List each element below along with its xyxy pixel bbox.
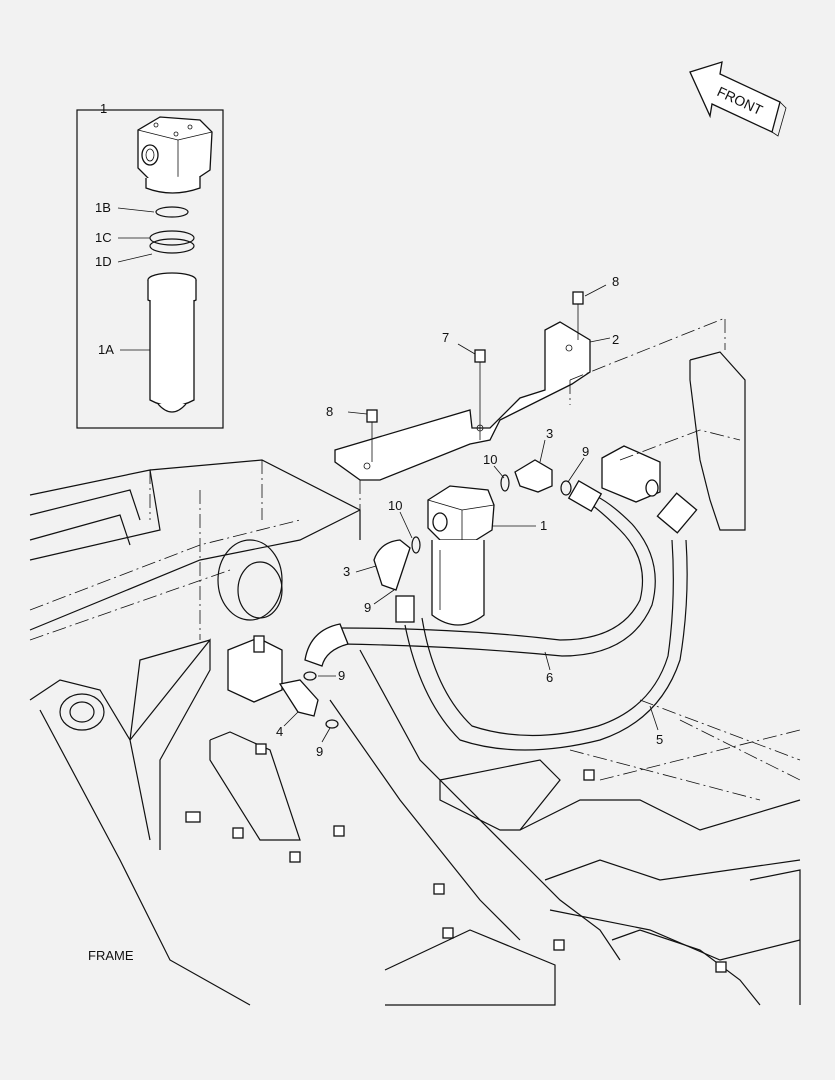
callout-3-lower: 3 bbox=[343, 564, 350, 579]
callout-8-lower: 8 bbox=[326, 404, 333, 419]
hoses bbox=[304, 479, 698, 751]
callout-6: 6 bbox=[546, 670, 553, 685]
callout-10-lower: 10 bbox=[388, 498, 402, 513]
callout-9-right: 9 bbox=[338, 668, 345, 683]
callout-1B: 1B bbox=[95, 200, 111, 215]
filter-inset: 1 bbox=[76, 101, 224, 429]
callout-3-upper: 3 bbox=[546, 426, 553, 441]
callout-9-lower: 9 bbox=[316, 744, 323, 759]
callout-4: 4 bbox=[276, 724, 283, 739]
inset-part-label: 1 bbox=[100, 101, 107, 116]
callout-9-mid: 9 bbox=[364, 600, 371, 615]
callout-7: 7 bbox=[442, 330, 449, 345]
callout-1D: 1D bbox=[95, 254, 112, 269]
callout-1: 1 bbox=[540, 518, 547, 533]
callout-5: 5 bbox=[656, 732, 663, 747]
frame-caption: FRAME bbox=[88, 948, 134, 963]
front-arrow: FRONT bbox=[689, 61, 787, 137]
callout-8-upper: 8 bbox=[612, 274, 619, 289]
callout-2: 2 bbox=[612, 332, 619, 347]
fittings bbox=[227, 445, 661, 729]
mounting-bracket bbox=[334, 321, 591, 481]
bolts bbox=[366, 291, 584, 462]
callout-1A: 1A bbox=[98, 342, 114, 357]
filter-assembly bbox=[427, 485, 495, 626]
chassis-frame bbox=[29, 317, 801, 1006]
callout-9-upper: 9 bbox=[582, 444, 589, 459]
main-callouts: 8 7 2 8 3 9 10 10 1 3 9 9 4 9 6 5 bbox=[276, 274, 663, 759]
callout-10-upper: 10 bbox=[483, 452, 497, 467]
callout-1C: 1C bbox=[95, 230, 112, 245]
inset-callouts: 1B 1C 1D 1A bbox=[95, 200, 155, 357]
